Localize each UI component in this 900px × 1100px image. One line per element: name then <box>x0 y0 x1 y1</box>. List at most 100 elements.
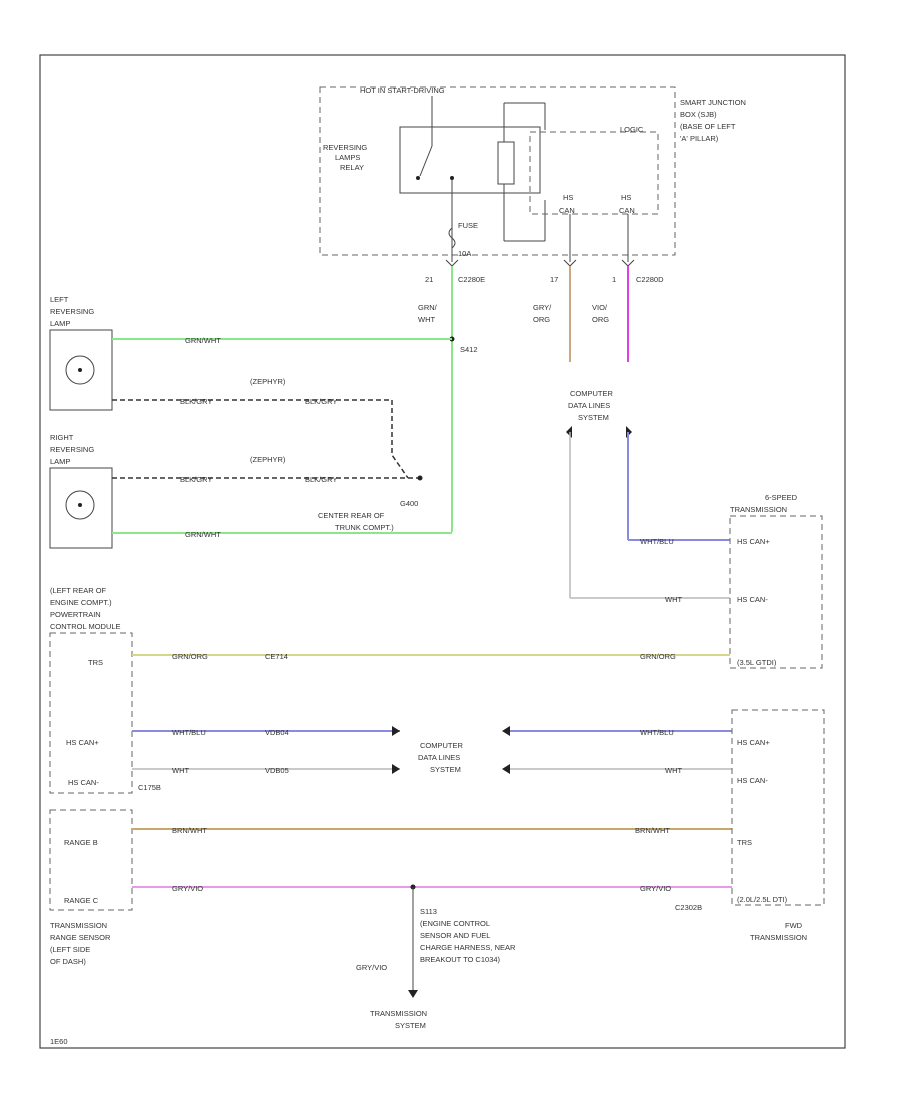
s113-desc-2: SENSOR AND FUEL <box>420 931 490 940</box>
cdls-mid-1: COMPUTER <box>420 741 464 750</box>
transmission-system-ref: TRANSMISSION SYSTEM <box>370 1009 427 1030</box>
six-speed-title-2: TRANSMISSION <box>730 505 787 514</box>
pcm-label-2: ENGINE COMPT.) <box>50 598 112 607</box>
pcm-canh: HS CAN+ <box>66 738 99 747</box>
s113-desc-1: (ENGINE CONTROL <box>420 919 490 928</box>
six-speed-note: (3.5L GTDI) <box>737 658 777 667</box>
sjb-desc-4: 'A' PILLAR) <box>680 134 719 143</box>
cdls-mid-2: DATA LINES <box>418 753 460 762</box>
right-lamp-box <box>49 467 113 549</box>
pcm-trs-wire-label: GRN/ORG <box>172 652 208 661</box>
left-lamp-label-1: LEFT <box>50 295 69 304</box>
can1-sub: CAN <box>559 206 575 215</box>
cdls-top-3: SYSTEM <box>578 413 609 422</box>
six-speed-can-h: HS CAN+ <box>737 537 770 546</box>
wire-grn-wht-label-1: GRN/ <box>418 303 438 312</box>
wire-vio-org-label-1: VIO/ <box>592 303 608 312</box>
left-lamp-label-2: REVERSING <box>50 307 94 316</box>
wire-grn-wht-label-2: WHT <box>418 315 435 324</box>
relay-label-1: REVERSING <box>323 143 367 152</box>
wire-gry-org-label-2: ORG <box>533 315 550 324</box>
relay-switch-arm <box>419 145 433 177</box>
fwd-transmission: HS CAN+ HS CAN- TRS (2.0L/2.5L DTI) C230… <box>675 709 825 942</box>
six-speed-wht-label: WHT <box>665 595 682 604</box>
fwd-title-1: FWD <box>785 921 803 930</box>
fwd-trs: TRS <box>737 838 752 847</box>
pcm-canh-wire-code: VDB04 <box>265 728 289 737</box>
trs-range-b-wire-label: BRN/WHT <box>172 826 207 835</box>
figure-id: 1E60 <box>50 1037 68 1046</box>
pin-21: 21 <box>425 275 433 284</box>
cdls-mid-3: SYSTEM <box>430 765 461 774</box>
fwd-connector: C2302B <box>675 903 702 912</box>
trs-label-4: OF DASH) <box>50 957 86 966</box>
cdls-top-2: DATA LINES <box>568 401 610 410</box>
ground-g400-label: G400 <box>400 499 418 508</box>
right-lamp-label-3: LAMP <box>50 457 70 466</box>
s113-desc-4: BREAKOUT TO C1034) <box>420 955 501 964</box>
relay-contact <box>416 176 420 180</box>
sjb-desc-3: (BASE OF LEFT <box>680 122 736 131</box>
right-lamp-feed-label: GRN/WHT <box>185 530 221 539</box>
trs-range-c-wire-label: GRY/VIO <box>172 884 203 893</box>
trans-sys-1: TRANSMISSION <box>370 1009 427 1018</box>
pcm-canl: HS CAN- <box>68 778 99 787</box>
wire-gry-org-label-1: GRY/ <box>533 303 552 312</box>
six-trs-wire-label: GRN/ORG <box>640 652 676 661</box>
fuse-label: FUSE <box>458 221 478 230</box>
right-lamp-bulb <box>65 490 95 520</box>
pin-17: 17 <box>550 275 558 284</box>
can2-label: HS <box>621 193 631 202</box>
ground-desc-1: CENTER REAR OF <box>318 511 385 520</box>
sjb-desc-2: BOX (SJB) <box>680 110 717 119</box>
pcm-canl-wire-label: WHT <box>172 766 189 775</box>
pcm-canh-wire-label: WHT/BLU <box>172 728 206 737</box>
relay-box <box>399 126 541 194</box>
fwd-title-2: TRANSMISSION <box>750 933 807 942</box>
fwd-canh-arrow <box>502 726 510 736</box>
left-lamp-ground-label: BLK/GRY <box>180 397 212 406</box>
left-lamp-filament <box>78 368 82 372</box>
relay-coil <box>497 141 515 185</box>
can2-sub: CAN <box>619 206 635 215</box>
right-zephyr-label: (ZEPHYR) <box>250 455 286 464</box>
left-zephyr-label: (ZEPHYR) <box>250 377 286 386</box>
can1-label: HS <box>563 193 573 202</box>
smart-junction-box: HOT IN START-DRIVING REVERSING LAMPS REL… <box>319 86 746 284</box>
right-lamp-label-2: REVERSING <box>50 445 94 454</box>
fwd-canl-arrow <box>502 764 510 774</box>
right-blk-gry-b: BLK/GRY <box>305 475 337 484</box>
fwd-canh-wire-label: WHT/BLU <box>640 728 674 737</box>
pcm-label-1: (LEFT REAR OF <box>50 586 107 595</box>
sjb-desc-1: SMART JUNCTION <box>680 98 746 107</box>
pcm-canl-arrow <box>392 764 400 774</box>
sjb-hot-label: HOT IN START-DRIVING <box>360 86 445 95</box>
fuse-amp-label: 10A <box>458 249 471 258</box>
logic-label: LOGIC <box>620 125 644 134</box>
trs-range-c: RANGE C <box>64 896 99 905</box>
left-lamp-feed-label: GRN/WHT <box>185 336 221 345</box>
six-speed-outline <box>729 515 823 669</box>
trs-label-1: TRANSMISSION <box>50 921 107 930</box>
diagram-frame <box>39 54 846 1049</box>
pcm-canl-wire-code: VDB05 <box>265 766 289 775</box>
six-speed-vio-label: WHT/BLU <box>640 537 674 546</box>
pcm-outline <box>49 632 133 794</box>
logic-box <box>529 131 659 215</box>
trs-range-b: RANGE B <box>64 838 98 847</box>
fwd-canl: HS CAN- <box>737 776 768 785</box>
splice-s113-info: S113 (ENGINE CONTROL SENSOR AND FUEL CHA… <box>356 907 516 972</box>
right-lamp-ground-label: BLK/GRY <box>180 475 212 484</box>
six-speed-title-1: 6-SPEED <box>765 493 798 502</box>
transmission-range-sensor: RANGE B RANGE C TRANSMISSION RANGE SENSO… <box>49 809 732 998</box>
trs-label-2: RANGE SENSOR <box>50 933 111 942</box>
left-lamp-bulb <box>65 355 95 385</box>
sjb-wires: GRN/ WHT GRY/ ORG VIO/ ORG S412 <box>418 266 629 532</box>
left-lamp-label-3: LAMP <box>50 319 70 328</box>
s113-id: S113 <box>420 907 437 916</box>
pcm-trs-wire-code: CE714 <box>265 652 288 661</box>
fuse-symbol <box>448 227 456 249</box>
sjb-outline <box>319 86 676 256</box>
left-lamp-ground-run <box>280 399 409 479</box>
